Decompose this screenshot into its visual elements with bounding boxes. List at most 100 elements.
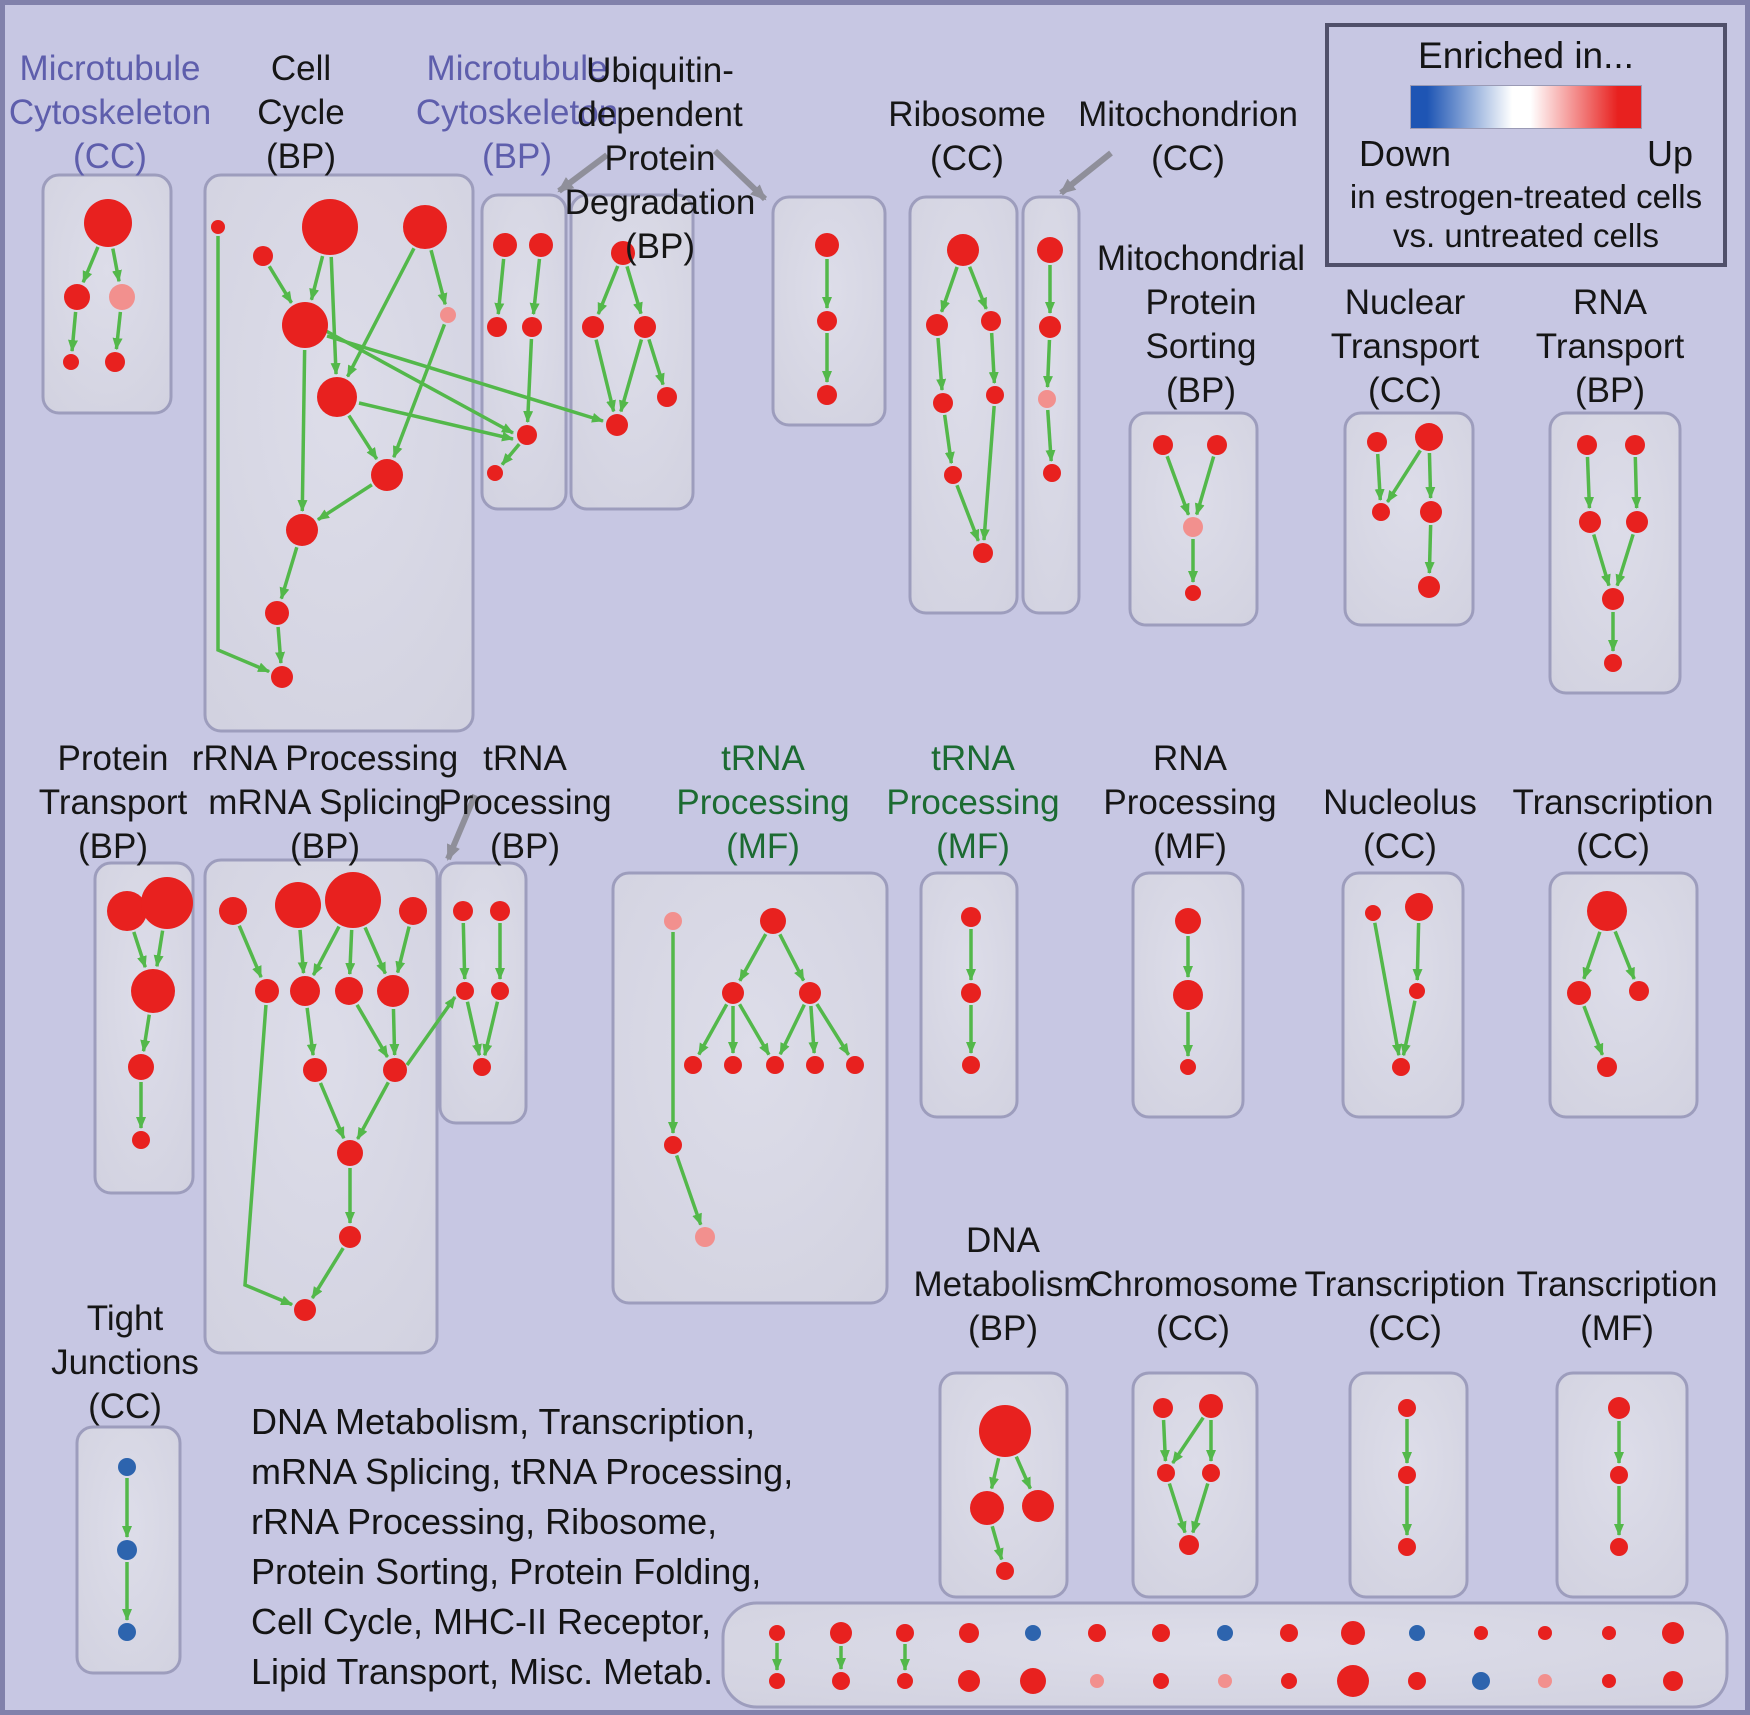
rrna-processing-mrna-splicing-bp-node (337, 1140, 363, 1166)
cell-cycle-bp-node (286, 514, 318, 546)
rrna-processing-mrna-splicing-bp-node (399, 897, 427, 925)
color-legend: Enriched in... Down Up in estrogen-treat… (1325, 23, 1727, 267)
legend-gradient-bar (1410, 85, 1642, 129)
rrna-processing-mrna-splicing-bp-box (203, 858, 439, 1355)
hierarchy-edge (216, 236, 271, 674)
hierarchy-edge (68, 311, 79, 353)
nucleolus-cc-node (1409, 983, 1425, 999)
misc-clusters-strip-node (959, 1623, 979, 1643)
cell-cycle-bp-node (371, 459, 403, 491)
annotation-line: DNA Metabolism, Transcription, (251, 1401, 756, 1442)
ribosome-cc-node (981, 311, 1001, 331)
cell-cycle-bp-node (211, 220, 225, 234)
ribosome-cc-node (973, 543, 993, 563)
hierarchy-edge (317, 483, 373, 522)
mitochondrion-cc-node (1037, 237, 1063, 263)
rna-transport-bp-box (1548, 411, 1682, 695)
label-pointer-arrow (445, 793, 478, 861)
hierarchy-edge (529, 258, 542, 316)
trna-processing-bp-node (473, 1058, 491, 1076)
microtubule-cytoskeleton-cc-node (84, 199, 132, 247)
annotation-line: Protein Sorting, Protein Folding, (251, 1551, 762, 1592)
hierarchy-edge (778, 1003, 806, 1056)
transcription-mf-node (1610, 1466, 1628, 1484)
misc-clusters-strip-node (769, 1673, 785, 1689)
hierarchy-edge (1582, 931, 1602, 980)
hierarchy-edge (942, 414, 955, 465)
cell-cycle-bp-node (403, 205, 447, 249)
hierarchy-edge (674, 1154, 703, 1226)
hierarchy-edge (355, 1003, 389, 1058)
hierarchy-edge (596, 265, 620, 315)
cross-cluster-edge (325, 329, 514, 435)
protein-transport-bp-node (107, 891, 147, 931)
misc-clusters-strip-node (1090, 1674, 1104, 1688)
rrna-processing-mrna-splicing-bp-node (303, 1058, 327, 1082)
network-diagram (41, 148, 1729, 1709)
trna-processing-mf-1-node (664, 1136, 682, 1154)
misc-clusters-strip-node (1152, 1624, 1170, 1642)
hierarchy-edge (1582, 1005, 1605, 1056)
tight-junctions-cc-node (117, 1540, 137, 1560)
transcription-cc-2-node (1398, 1538, 1416, 1556)
hierarchy-edge (1191, 1483, 1210, 1534)
ribosome-cc-node (947, 234, 979, 266)
misc-clusters-strip-node (1341, 1621, 1365, 1645)
ribosome-cc-node (944, 466, 962, 484)
transcription-cc-1-node (1587, 891, 1627, 931)
hierarchy-edge (311, 925, 341, 976)
annotation-line: Lipid Transport, Misc. Metab. (251, 1651, 714, 1692)
trna-processing-mf-2-node (961, 983, 981, 1003)
nucleolus-cc-node (1365, 905, 1381, 921)
chromosome-cc-node (1199, 1394, 1223, 1418)
hierarchy-edge (111, 248, 122, 283)
rrna-processing-mrna-splicing-bp-node (339, 1226, 361, 1248)
mitochondrial-protein-sorting-bp-node (1207, 435, 1227, 455)
tight-junctions-cc-node (118, 1623, 136, 1641)
hierarchy-edge (1412, 922, 1423, 982)
trna-processing-mf-1-node (799, 982, 821, 1004)
cell-cycle-bp-box (203, 173, 475, 733)
misc-clusters-strip-node (1663, 1671, 1683, 1691)
ubiquitin-degradation-bp-node (634, 316, 656, 338)
microtubule-cytoskeleton-cc-node (105, 352, 125, 372)
hierarchy-edge (619, 339, 644, 413)
legend-endpoints: Down Up (1329, 131, 1723, 177)
dna-metabolism-bp-box (938, 1371, 1069, 1599)
trna-processing-bp-node (453, 901, 473, 921)
nuclear-transport-cc-box (1343, 411, 1475, 627)
hierarchy-edge (389, 1008, 400, 1056)
trna-processing-mf-2-node (962, 1056, 980, 1074)
hierarchy-edge (1171, 1416, 1205, 1465)
hierarchy-edge (140, 1014, 151, 1053)
ribosome-cc-node (926, 314, 948, 336)
cell-cycle-bp-node (271, 666, 293, 688)
microtubule-cytoskeleton-bp-node (517, 425, 537, 445)
nodes-layer (63, 199, 1684, 1697)
hierarchy-edge (738, 933, 768, 982)
hierarchy-edge (1615, 533, 1635, 587)
annotation-line: mRNA Splicing, tRNA Processing, (251, 1451, 794, 1492)
legend-context-line1: in estrogen-treated cells (1349, 178, 1703, 215)
hierarchy-edge (297, 929, 308, 975)
chromosome-cc-node (1202, 1464, 1220, 1482)
rrna-processing-mrna-splicing-bp-node (255, 979, 279, 1003)
ubiquitin-degradation-bp-2-box (771, 195, 887, 427)
rna-transport-bp-node (1577, 435, 1597, 455)
rrna-processing-mrna-splicing-bp-node (294, 1299, 316, 1321)
misc-clusters-strip-node (958, 1670, 980, 1692)
misc-clusters-strip-node (1409, 1625, 1425, 1641)
misc-clusters-strip-node (1281, 1673, 1297, 1689)
nuclear-transport-cc-node (1372, 503, 1390, 521)
unclustered-terms-text: DNA Metabolism, Transcription, mRNA Spli… (251, 1397, 793, 1697)
trna-processing-mf-1-node (766, 1056, 784, 1074)
hierarchy-edge (936, 337, 947, 392)
hierarchy-edge (1424, 524, 1435, 575)
chromosome-cc-node (1157, 1464, 1175, 1482)
hierarchy-edge (310, 1247, 345, 1299)
microtubule-cytoskeleton-bp-node (487, 465, 503, 481)
rna-processing-mf-node (1175, 908, 1201, 934)
mitochondrial-protein-sorting-bp-node (1153, 435, 1173, 455)
hierarchy-edge (955, 484, 980, 542)
rna-transport-bp-node (1602, 588, 1624, 610)
